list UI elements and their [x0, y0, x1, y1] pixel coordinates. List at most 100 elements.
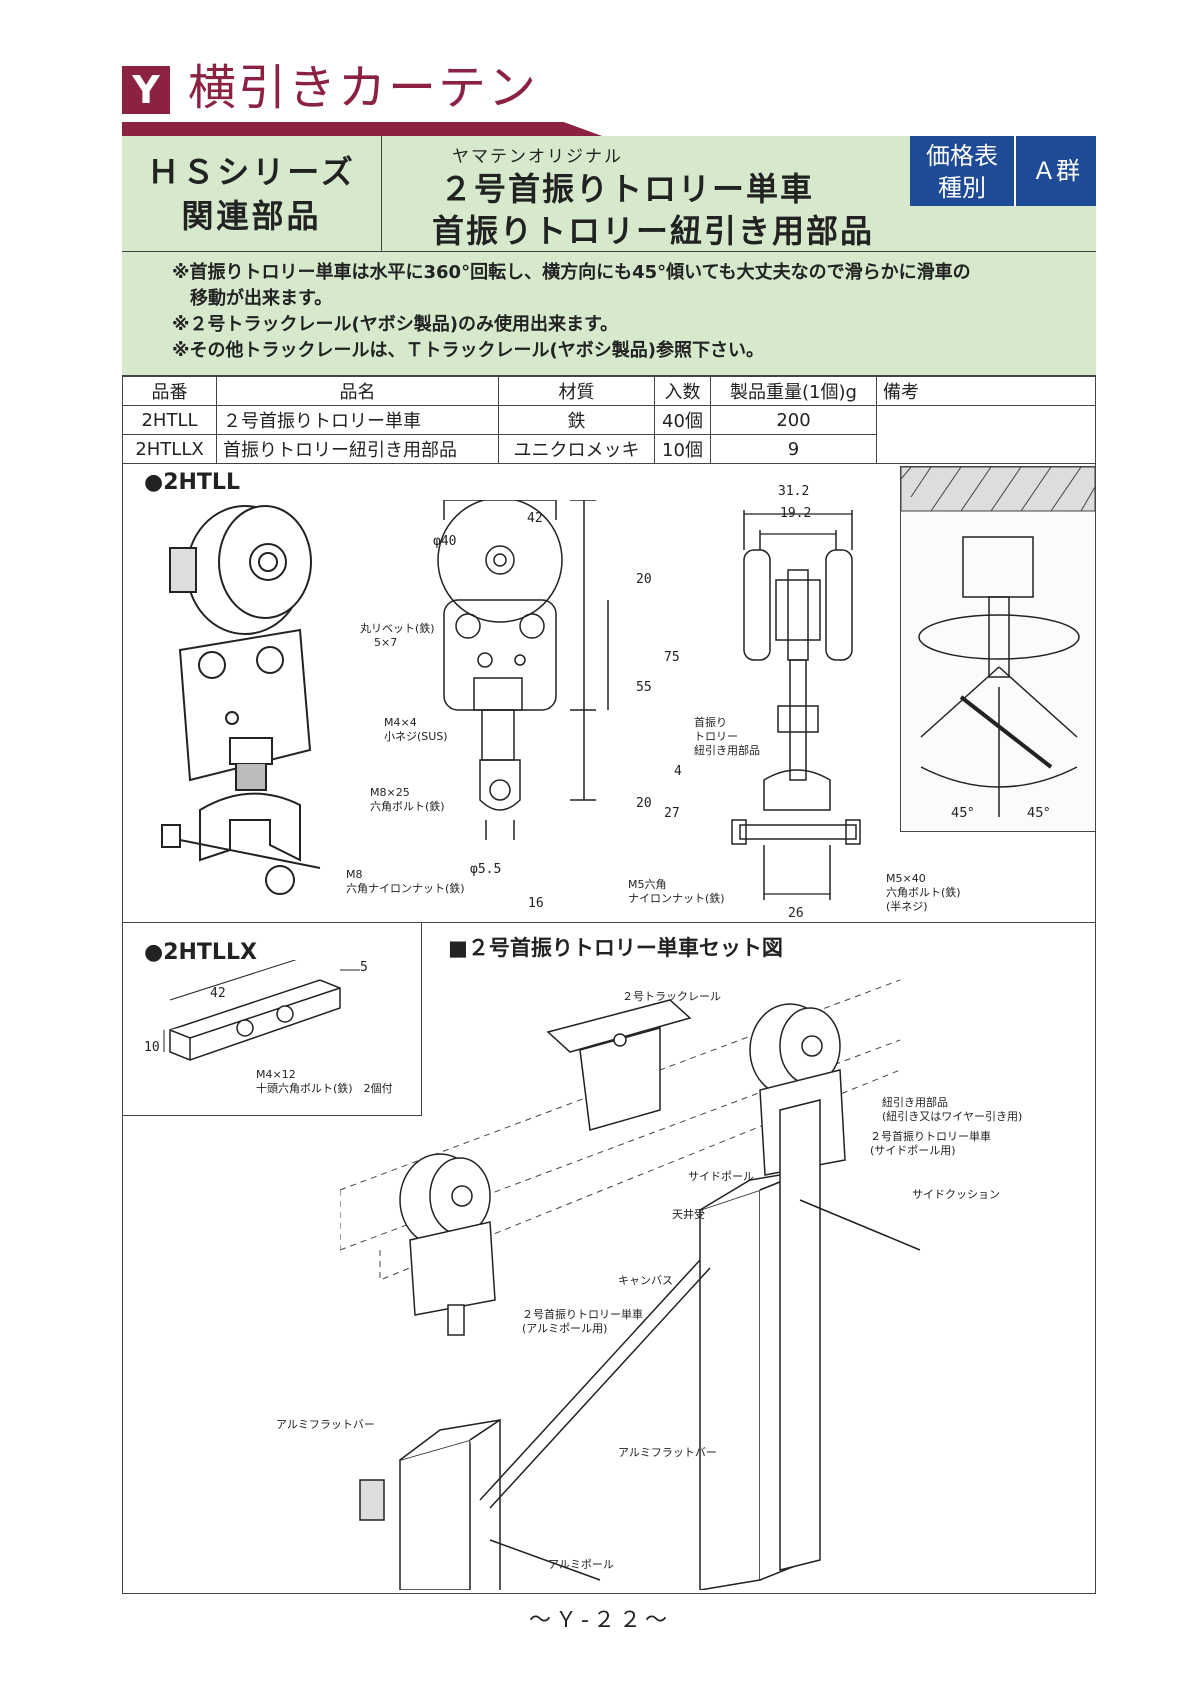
- cell-qty: 40個: [654, 405, 711, 435]
- rotation-drawing: [901, 467, 1095, 817]
- cell-code: 2HTLLX: [122, 434, 217, 464]
- trolley-side-dimension-drawing: [731, 510, 861, 900]
- label-flat-bar-left: アルミフラットバー: [276, 1418, 375, 1431]
- cell-code: 2HTLL: [122, 405, 217, 435]
- bracket-drawing: [163, 960, 360, 1061]
- callout-line: 5×7: [374, 636, 398, 649]
- callout-screw: M4×4 小ネジ(SUS): [384, 716, 448, 744]
- price-type-box: 価格表 種別: [910, 136, 1016, 206]
- callout-line: 十頭六角ボルト(鉄) 2個付: [256, 1082, 393, 1095]
- dim-label: 42: [527, 511, 543, 526]
- callout-line: 六角ナイロンナット(鉄): [346, 882, 465, 895]
- cell-weight: 200: [710, 405, 877, 435]
- section-badge: Y: [122, 66, 170, 114]
- callout-bracket-bolt: M4×12 十頭六角ボルト(鉄) 2個付: [256, 1068, 393, 1096]
- note-line: ※その他トラックレールは、Ｔトラックレール(ヤボシ製品)参照下さい。: [172, 340, 764, 361]
- product-title-line1: ２号首振りトロリー単車: [440, 170, 815, 208]
- dim-label: 5: [360, 960, 368, 975]
- callout-part: 首振り トロリー 紐引き用部品: [694, 716, 760, 758]
- title-row-filler: [910, 206, 1096, 252]
- trolley-front-dimension-drawing: [437, 500, 609, 840]
- section-divider: [122, 922, 1096, 923]
- angle-right-label: 45°: [1027, 806, 1051, 821]
- price-label-line2: 種別: [938, 174, 986, 202]
- note-line: ※首振りトロリー単車は水平に360°回転し、横方向にも45°傾いても大丈夫なので…: [172, 262, 971, 283]
- col-header: 製品重量(1個)g: [710, 376, 877, 406]
- callout-line: トロリー: [694, 730, 738, 743]
- table-header-row: 品番 品名 材質 入数 製品重量(1個)g 備考: [122, 376, 1096, 406]
- dim-label: φ5.5: [470, 862, 502, 877]
- callout-nut: M8 六角ナイロンナット(鉄): [346, 868, 465, 896]
- table-row: 2HTLLX 首振りトロリー紐引き用部品 ユニクロメッキ 10個 9: [122, 434, 1096, 464]
- col-header: 入数: [654, 376, 711, 406]
- callout-line: (アルミポール用): [522, 1322, 608, 1335]
- callout-line: 首振り: [694, 716, 727, 729]
- callout-line: 六角ボルト(鉄): [370, 800, 445, 813]
- product-title-box: ヤマテンオリジナル ２号首振りトロリー単車 首振りトロリー紐引き用部品: [382, 136, 910, 252]
- label-canvas: キャンバス: [618, 1274, 673, 1287]
- spec-table: 品番 品名 材質 入数 製品重量(1個)g 備考 2HTLL ２号首振りトロリー…: [122, 376, 1096, 464]
- set-diagram-title: ■２号首振りトロリー単車セット図: [448, 936, 783, 960]
- page-title: 横引きカーテン: [188, 60, 539, 116]
- note-line: 移動が出来ます。: [172, 288, 333, 309]
- callout-line: (紐引き又はワイヤー引き用): [882, 1110, 1023, 1123]
- label-al-pole: アルミポール: [548, 1558, 614, 1571]
- col-header: 備考: [876, 376, 1096, 406]
- label-side-pole: サイドポール: [688, 1170, 754, 1183]
- price-label-line1: 価格表: [926, 142, 998, 170]
- dim-label: 10: [144, 1040, 160, 1055]
- callout-m5bolt: M5×40 六角ボルト(鉄) (半ネジ): [886, 872, 961, 914]
- section-title-2htll: ●2HTLL: [144, 470, 240, 495]
- note-line: ※２号トラックレール(ヤボシ製品)のみ使用出来ます。: [172, 314, 619, 335]
- cell-material: 鉄: [498, 405, 655, 435]
- dim-label: 20: [636, 796, 652, 811]
- callout-line: 丸リベット(鉄): [360, 622, 435, 635]
- table-row: 2HTLL ２号首振りトロリー単車 鉄 40個 200: [122, 405, 1096, 464]
- dim-label: 55: [636, 680, 652, 695]
- label-flat-bar-right: アルミフラットバー: [618, 1446, 717, 1459]
- price-group-badge: Ａ群: [1016, 136, 1096, 206]
- dim-label: 75: [664, 650, 680, 665]
- callout-line: 小ネジ(SUS): [384, 730, 448, 743]
- dim-label: 26: [788, 906, 804, 921]
- dim-label: 31.2: [778, 484, 810, 499]
- label-trolley-side: ２号首振りトロリー単車 (サイドポール用): [870, 1130, 991, 1158]
- section-title-2htllx: ●2HTLLX: [144, 940, 257, 965]
- trolley-perspective-drawing: [161, 505, 321, 895]
- cell-remarks: [876, 405, 1096, 464]
- product-subtitle: ヤマテンオリジナル: [452, 147, 623, 167]
- cell-name: 首振りトロリー紐引き用部品: [216, 434, 499, 464]
- product-title-line2: 首振りトロリー紐引き用部品: [432, 212, 875, 250]
- dim-label: 19.2: [780, 506, 812, 521]
- col-header: 品名: [216, 376, 499, 406]
- dim-label: 16: [528, 896, 544, 911]
- notes-box: ※首振りトロリー単車は水平に360°回転し、横方向にも45°傾いても大丈夫なので…: [122, 252, 1096, 376]
- 2htllx-box: [122, 922, 422, 1116]
- title-underline: [122, 122, 602, 136]
- label-trolley-al: ２号首振りトロリー単車 (アルミポール用): [522, 1308, 643, 1336]
- set-assembly-drawing: [340, 979, 921, 1590]
- callout-rivet: 丸リベット(鉄) 5×7: [360, 622, 435, 650]
- label-ceiling-mount: 天井受: [672, 1208, 705, 1221]
- callout-line: 紐引き用部品: [694, 744, 760, 757]
- rotation-illustration: 45° 45°: [900, 466, 1096, 832]
- col-header: 品番: [122, 376, 217, 406]
- callout-line: (サイドポール用): [870, 1144, 956, 1157]
- cell-name: ２号首振りトロリー単車: [216, 405, 499, 435]
- col-header: 材質: [498, 376, 655, 406]
- callout-line: M8: [346, 868, 363, 881]
- callout-line: ２号首振りトロリー単車: [870, 1130, 991, 1143]
- callout-line: M4×4: [384, 716, 417, 729]
- label-side-cushion: サイドクッション: [912, 1188, 1000, 1201]
- dim-label: 20: [636, 572, 652, 587]
- callout-line: M5×40: [886, 872, 926, 885]
- callout-line: 六角ボルト(鉄): [886, 886, 961, 899]
- series-line1: ＨＳシリーズ: [147, 153, 356, 191]
- label-cord-part: 紐引き用部品 (紐引き又はワイヤー引き用): [882, 1096, 1022, 1124]
- cell-weight: 9: [710, 434, 877, 464]
- angle-left-label: 45°: [951, 806, 975, 821]
- cell-qty: 10個: [654, 434, 711, 464]
- callout-line: ナイロンナット(鉄): [628, 892, 725, 905]
- callout-m5nut: M5六角 ナイロンナット(鉄): [628, 878, 725, 906]
- label-rail: ２号トラックレール: [622, 990, 721, 1003]
